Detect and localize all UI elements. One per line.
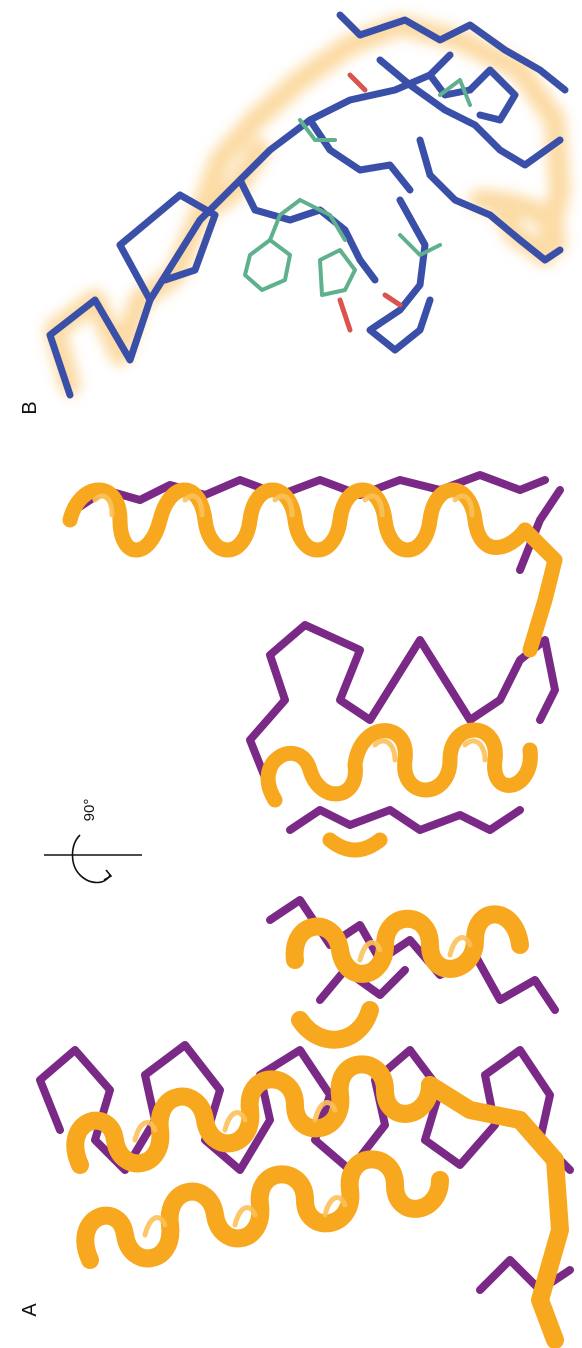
panel-a-label: A	[18, 1298, 42, 1322]
panel-a-rotated-orange-ribbon	[70, 490, 555, 850]
rotation-axis-icon	[44, 835, 142, 883]
panel-b-red-atoms	[340, 75, 400, 330]
rotation-label: 90°	[80, 790, 100, 830]
panel-a-rotated-view	[70, 475, 560, 850]
panel-a-structure	[40, 900, 570, 1340]
panel-b-label: B	[18, 396, 42, 420]
panel-b-structure	[50, 15, 565, 395]
